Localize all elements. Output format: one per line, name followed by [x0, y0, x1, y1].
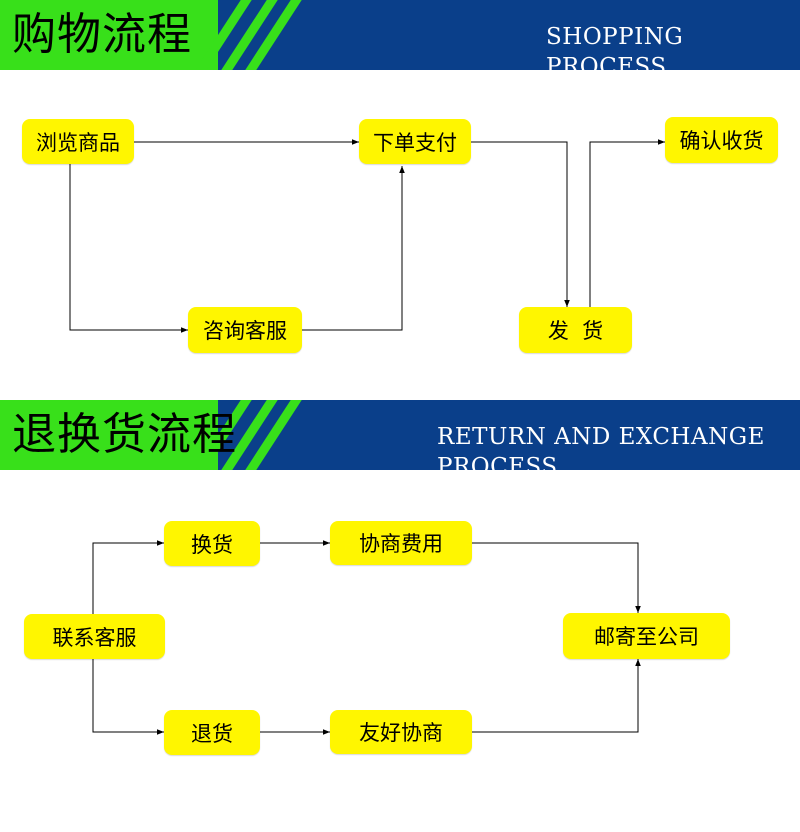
step-consult-service: 咨询客服 — [188, 307, 302, 353]
banner-green-panel — [0, 400, 218, 470]
step-browse-products: 浏览商品 — [22, 119, 134, 164]
step-return-goods: 退货 — [164, 710, 260, 755]
step-mail-to-company: 邮寄至公司 — [563, 613, 730, 659]
line-browse-to-consult — [69, 164, 188, 333]
arrow-friendly-to-mail — [472, 659, 641, 733]
arrow-fee-to-mail — [472, 542, 641, 613]
returns-title-en: RETURN AND EXCHANGE PROCESS — [437, 424, 765, 470]
returns-title-cn: 退换货流程 — [12, 409, 237, 460]
step-order-payment: 下单支付 — [359, 119, 471, 164]
arrow-contact-to-exchange — [92, 540, 164, 614]
banner-green-panel — [0, 0, 218, 70]
arrow-consult-to-pay — [302, 166, 405, 331]
step-negotiate-fee: 协商费用 — [330, 521, 472, 565]
step-confirm-receipt: 确认收货 — [665, 117, 778, 163]
shopping-title-en: SHOPPING PROCESS — [546, 24, 684, 70]
shopping-title-cn: 购物流程 — [12, 9, 192, 60]
arrow-contact-to-return — [92, 659, 164, 735]
arrow-ship-to-confirm — [589, 139, 665, 307]
arrow-pay-to-ship — [471, 141, 570, 307]
shopping-banner: 购物流程 SHOPPING PROCESS — [0, 0, 800, 70]
step-exchange: 换货 — [164, 521, 260, 566]
step-shipping: 发 货 — [519, 307, 632, 353]
step-friendly-negotiation: 友好协商 — [330, 710, 472, 754]
returns-banner: 退换货流程 RETURN AND EXCHANGE PROCESS — [0, 400, 800, 470]
step-contact-service: 联系客服 — [24, 614, 165, 659]
